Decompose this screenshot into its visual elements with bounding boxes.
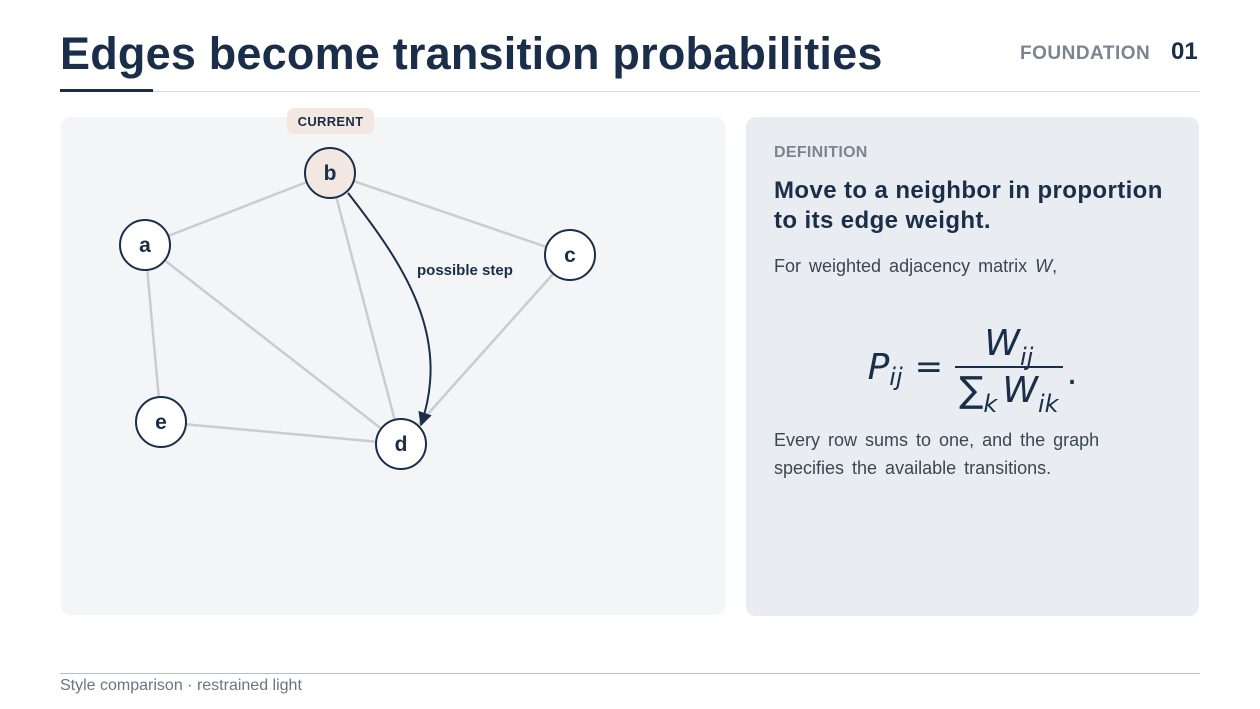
node-d: d [375,418,427,470]
graph-panel: possible step a b c d e [61,117,725,615]
node-e: e [135,396,187,448]
header-accent-bar [60,89,153,92]
intro-matrix-var: W [1035,256,1053,276]
node-a: a [119,219,171,271]
formula-lhs: P [867,346,890,388]
formula-num-var: W [984,323,1020,364]
formula-equals: = [914,347,944,387]
current-badge: CURRENT [287,108,374,134]
formula-num-sub: ij [1020,343,1034,371]
edge-b-c [329,171,571,257]
node-b-label: b [324,162,337,185]
slide-title: Edges become transition probabilities [60,28,883,79]
definition-body: Every row sums to one, and the graph spe… [774,430,1100,478]
formula-fraction: Wij ∑k Wik [955,323,1063,418]
definition-heading: Move to a neighbor in proportion to its … [774,177,1163,234]
definition-intro: For weighted adjacency matrix W, [774,256,1184,277]
formula-numerator: Wij [980,323,1037,371]
formula-period: . [1066,353,1078,393]
formula-den-sub: ik [1038,390,1059,418]
header-divider [60,91,1200,92]
formula-den-var: W [1002,370,1039,411]
intro-text: For weighted adjacency matrix [774,256,1028,276]
edge-a-b [144,171,331,247]
footer-divider [60,673,1200,674]
definition-label: DEFINITION [774,144,868,161]
definition-panel: DEFINITION Move to a neighbor in proport… [746,117,1199,616]
node-b-current: b [304,147,356,199]
edge-a-e [143,244,163,423]
node-e-label: e [155,411,167,434]
possible-step-label: possible step [417,262,513,279]
node-c-label: c [564,244,576,267]
formula-denominator: ∑k Wik [955,366,1063,418]
formula-lhs-sub: ij [889,363,903,391]
section-label: FOUNDATION [1020,43,1151,64]
node-a-label: a [139,234,151,257]
graph-edges [143,171,571,446]
slide-number: 01 [1171,38,1198,65]
edge-e-d [160,420,402,446]
edge-c-d [400,254,571,445]
edge-b-d [328,172,403,445]
intro-suffix: , [1052,256,1058,276]
graph-diagram: possible step a b c d e [119,147,596,470]
edge-a-d [144,244,402,445]
formula-sum-sub: k [983,390,998,418]
node-c: c [544,229,596,281]
formula-sum-symbol: ∑ [959,370,984,411]
possible-step-arrow [347,192,432,427]
footer-text: Style comparison · restrained light [60,677,302,694]
node-d-label: d [395,433,408,456]
